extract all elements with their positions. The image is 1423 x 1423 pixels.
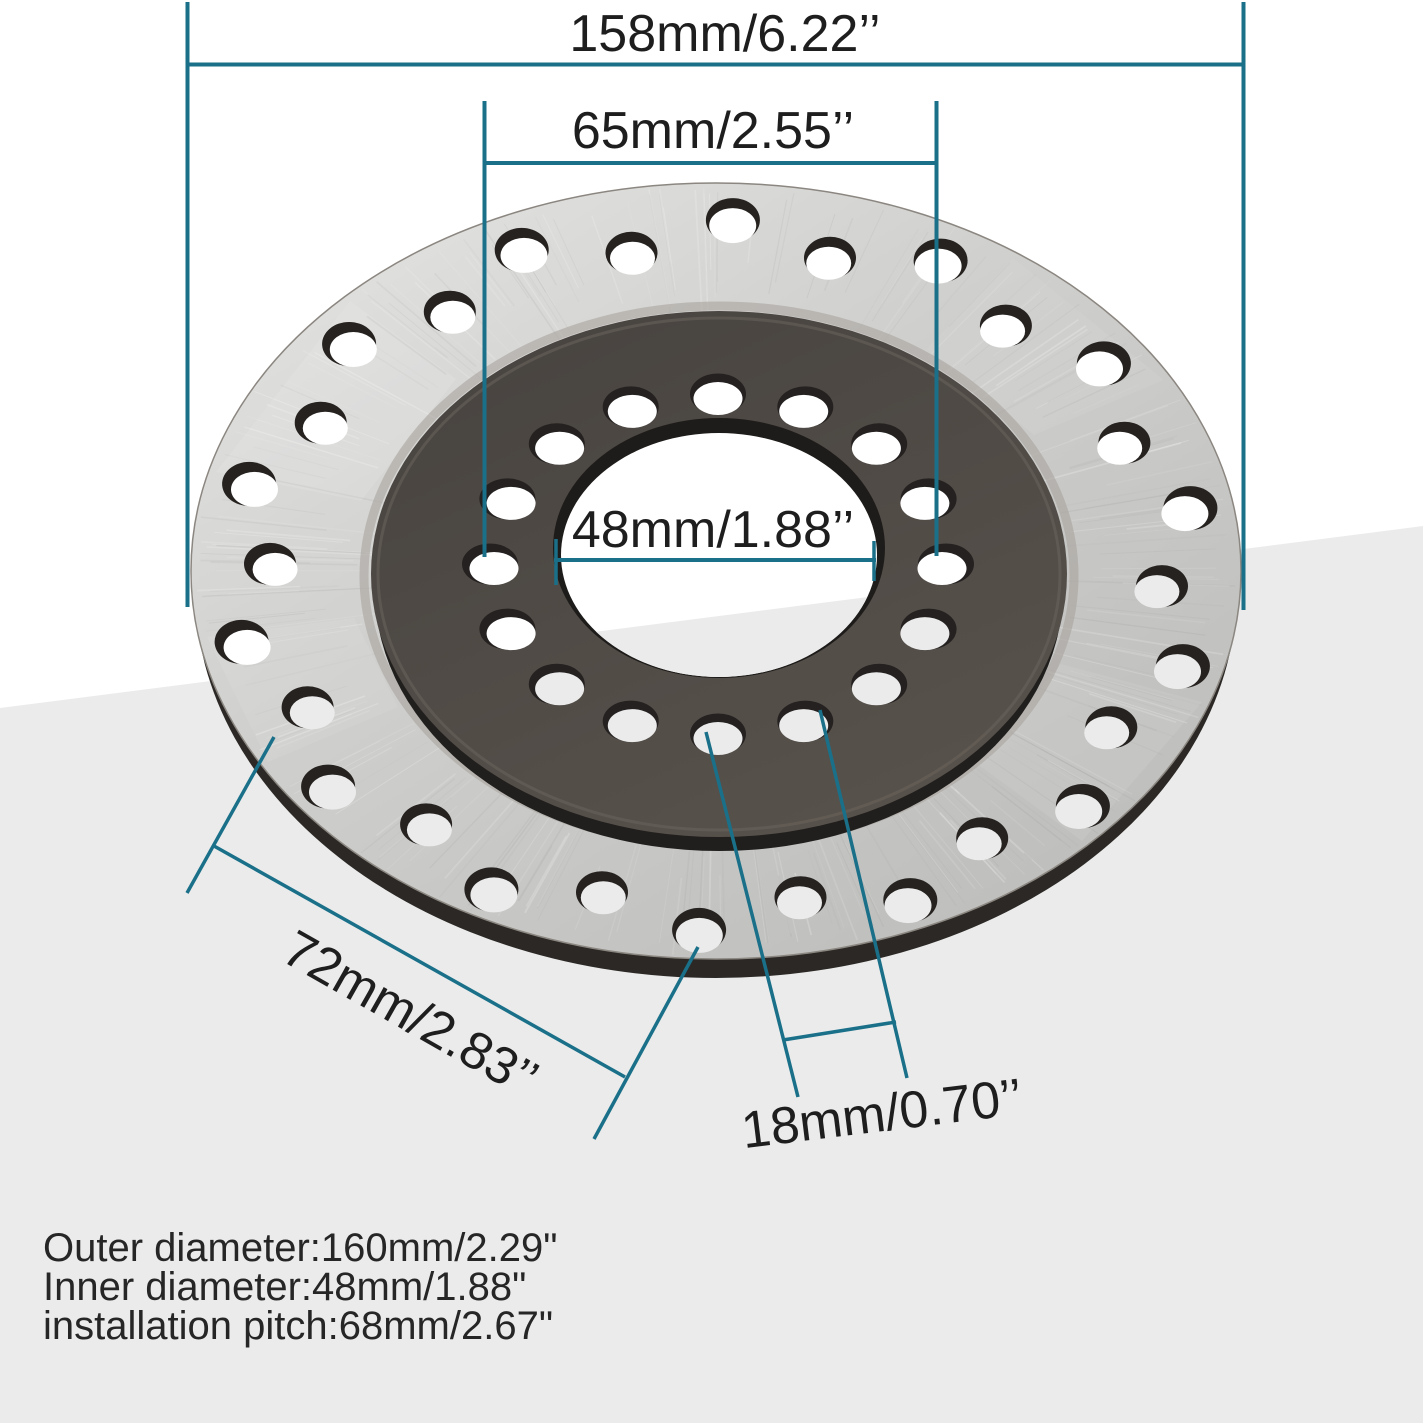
- svg-text:Inner diameter:48mm/1.88": Inner diameter:48mm/1.88": [43, 1265, 526, 1309]
- svg-text:installation pitch:68mm/2.67": installation pitch:68mm/2.67": [43, 1304, 553, 1348]
- svg-text:158mm/6.22’’: 158mm/6.22’’: [569, 5, 880, 63]
- svg-text:Outer diameter:160mm/2.29": Outer diameter:160mm/2.29": [43, 1226, 557, 1270]
- svg-text:65mm/2.55’’: 65mm/2.55’’: [572, 102, 854, 160]
- svg-text:48mm/1.88’’: 48mm/1.88’’: [572, 501, 854, 559]
